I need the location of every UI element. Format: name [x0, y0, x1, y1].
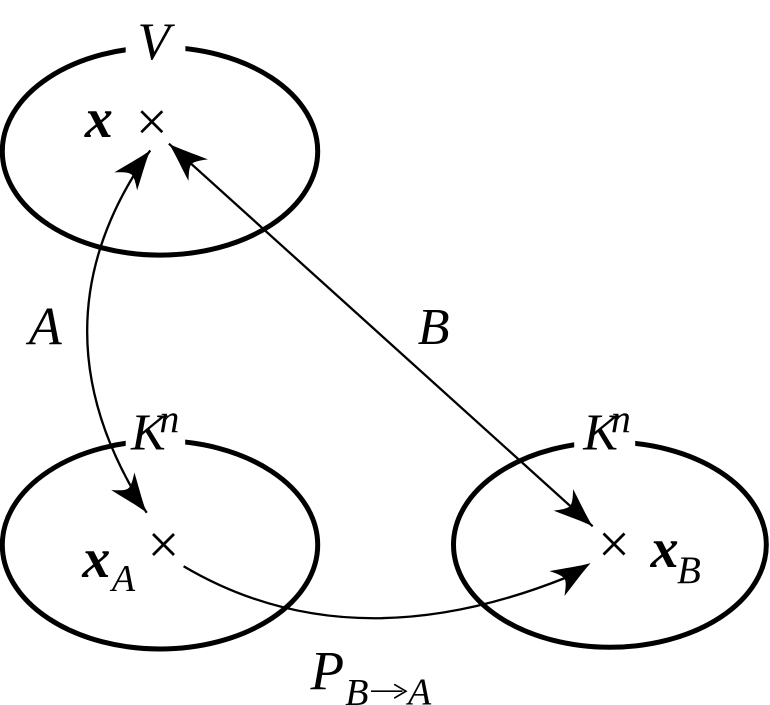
svg-text:x: x [84, 88, 113, 150]
svg-text:n: n [611, 396, 631, 441]
svg-text:K: K [582, 405, 620, 462]
svg-text:n: n [159, 396, 179, 441]
svg-text:x: x [81, 528, 110, 590]
svg-text:A: A [405, 672, 432, 705]
svg-text:V: V [138, 13, 176, 71]
svg-text:K: K [130, 405, 168, 462]
svg-text:A: A [109, 558, 136, 600]
svg-text:A: A [26, 297, 63, 357]
svg-text:B: B [345, 672, 368, 705]
svg-text:x: x [650, 518, 679, 580]
svg-text:P: P [310, 640, 345, 701]
svg-text:B: B [677, 549, 701, 592]
svg-text:B: B [418, 299, 450, 356]
